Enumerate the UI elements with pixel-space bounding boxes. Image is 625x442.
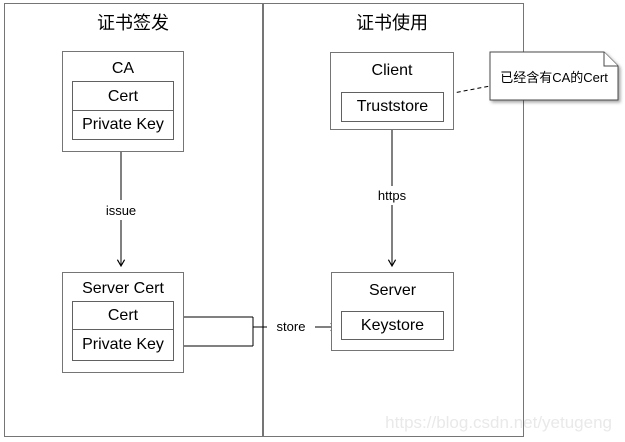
server-keystore-box: Keystore — [341, 311, 444, 340]
lane-usage — [262, 3, 524, 437]
server-cert-cert-box: Cert — [72, 301, 174, 331]
server-box: Server Keystore — [331, 272, 454, 351]
server-cert-cert-label: Cert — [107, 307, 139, 324]
server-title: Server — [368, 282, 417, 299]
client-title: Client — [371, 62, 413, 79]
client-truststore-box: Truststore — [341, 92, 444, 122]
note-shape — [489, 51, 619, 101]
lane-issuance-title: 证书签发 — [97, 13, 169, 33]
server-cert-box: Server Cert Cert Private Key — [62, 272, 184, 373]
client-box: Client Truststore — [330, 52, 454, 130]
note-text: 已经含有CA的Cert — [500, 69, 608, 85]
lane-usage-title: 证书使用 — [356, 13, 428, 33]
server-cert-private-key-box: Private Key — [72, 329, 174, 361]
ca-private-key-box: Private Key — [72, 110, 174, 140]
ca-box: CA Cert Private Key — [62, 51, 184, 152]
note-fold-icon — [603, 52, 618, 67]
server-keystore-label: Keystore — [360, 316, 425, 334]
store-edge-label: store — [267, 318, 315, 335]
issue-edge-label: issue — [91, 200, 151, 220]
note-body-shape — [489, 51, 619, 101]
server-cert-private-key-label: Private Key — [82, 336, 164, 353]
ca-cert-box: Cert — [72, 81, 174, 112]
lane-issuance — [4, 3, 264, 437]
watermark: https://blog.csdn.net/yetugeng — [385, 413, 612, 432]
client-truststore-label: Truststore — [356, 98, 429, 115]
server-cert-title: Server Cert — [82, 280, 164, 297]
ca-title: CA — [111, 60, 135, 77]
ca-private-key-label: Private Key — [82, 116, 164, 133]
ca-cert-label: Cert — [107, 87, 139, 105]
https-edge-label: https — [362, 186, 422, 205]
